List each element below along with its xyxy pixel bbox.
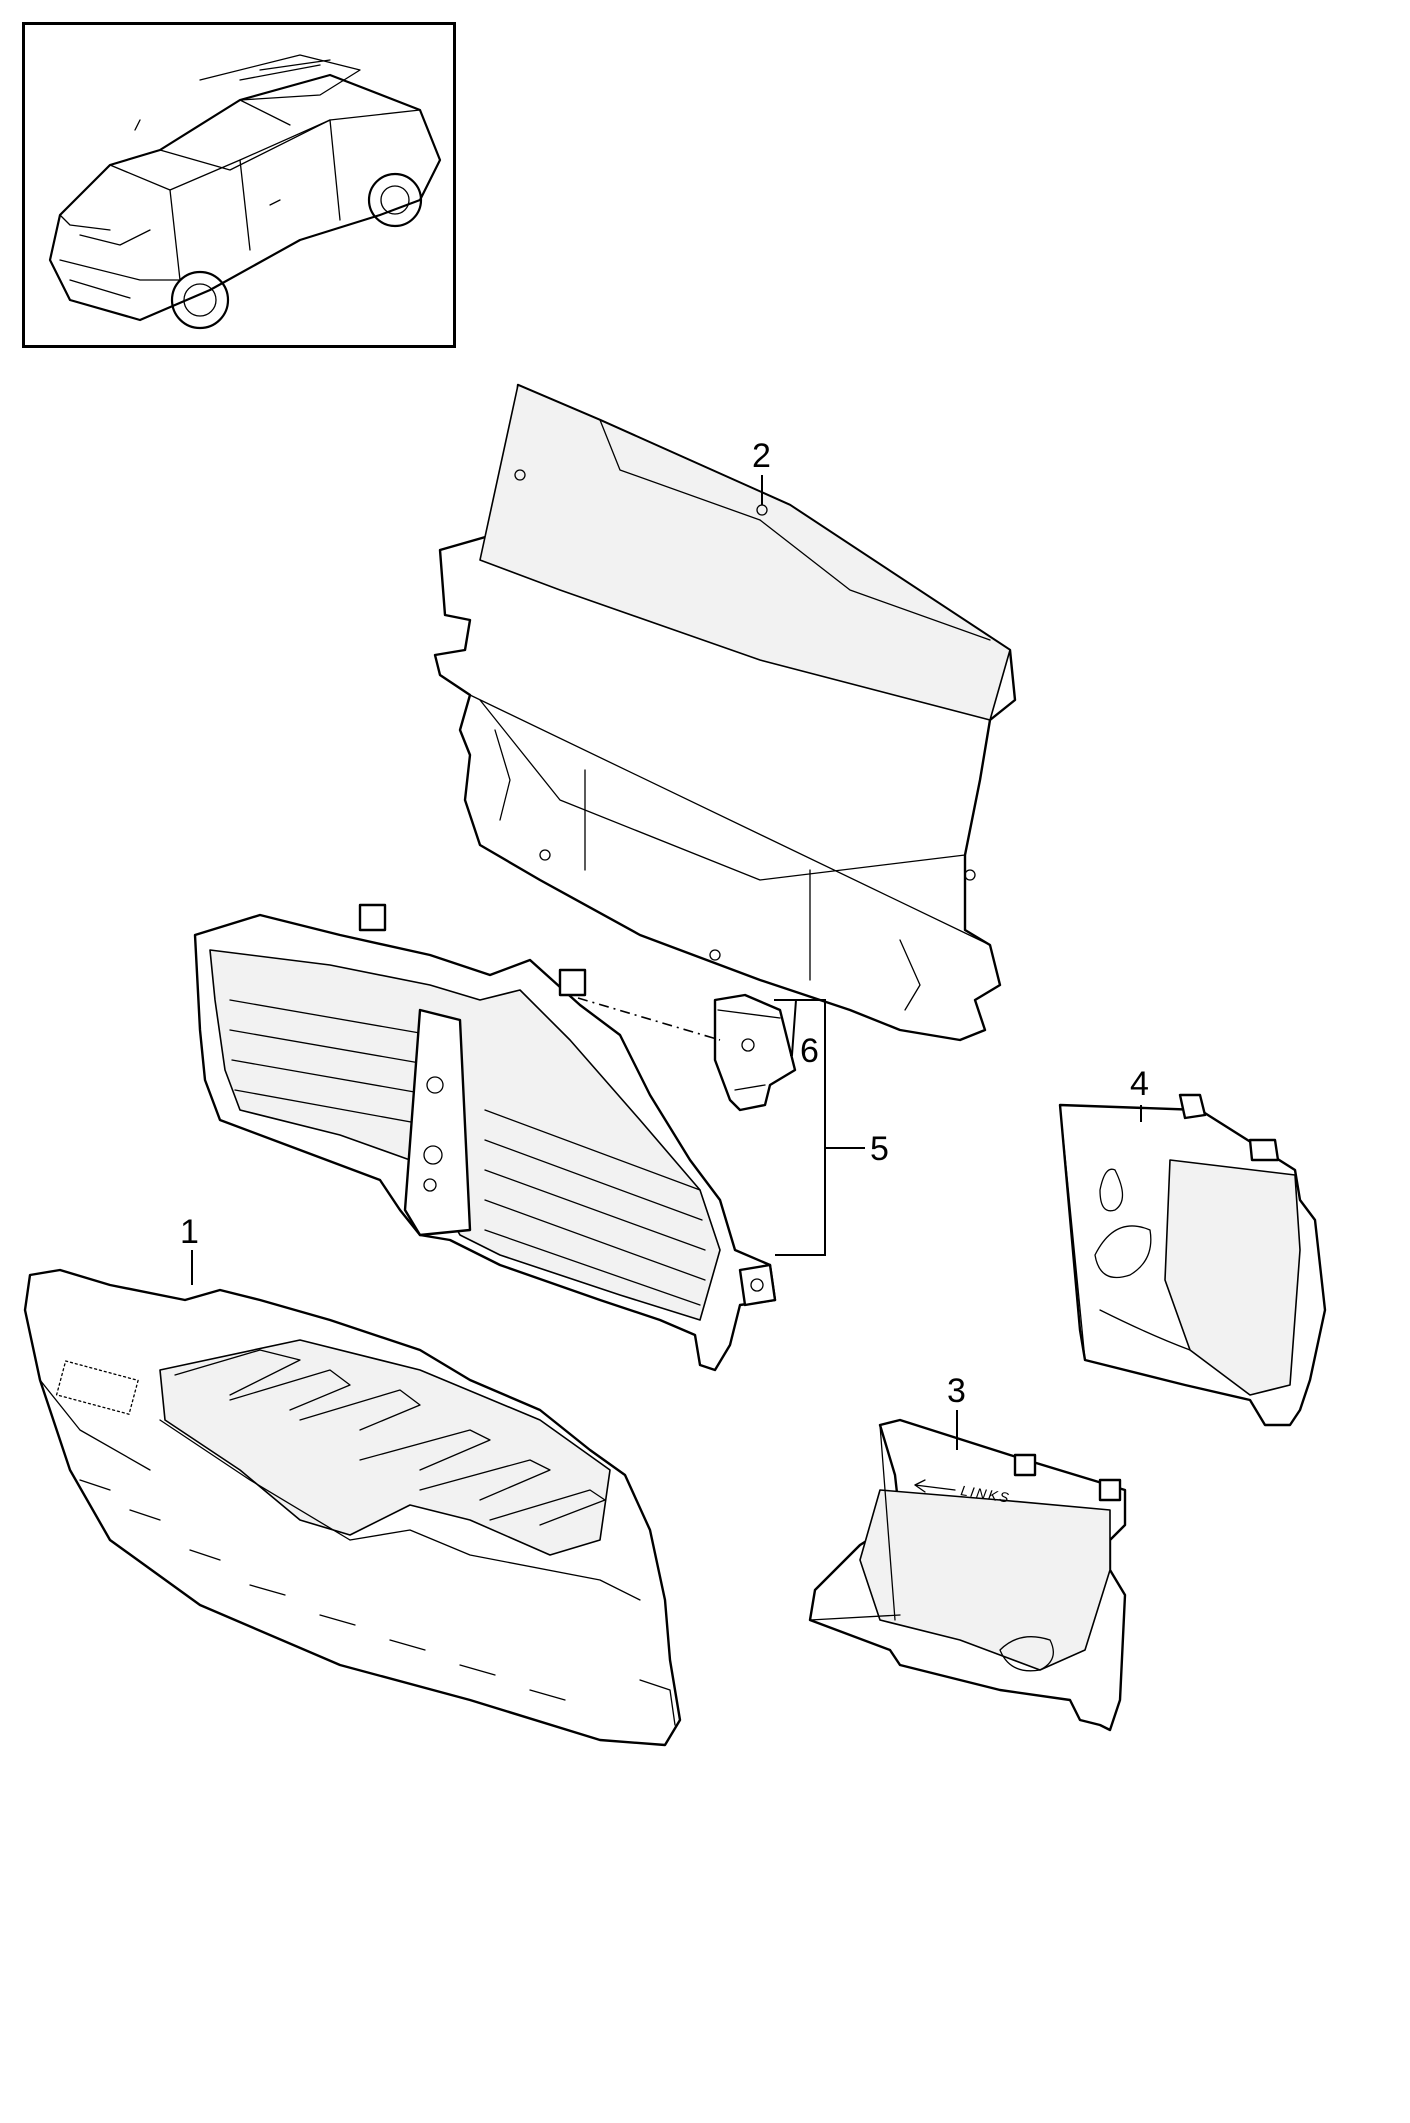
callout-6: 6 [800, 1032, 819, 1070]
vehicle-inset-frame [22, 22, 456, 348]
part-actuator-motor [713, 993, 797, 1112]
actuator-axis-line [577, 997, 721, 1041]
part-air-duct-right [1058, 1093, 1327, 1427]
part-undertray [23, 1268, 682, 1747]
bracket-5 [774, 999, 865, 1256]
part-stamp-text: LINKS [960, 1482, 1012, 1506]
suv-vehicle-icon [48, 54, 442, 330]
callout-3: 3 [947, 1372, 966, 1410]
callout-2: 2 [752, 437, 771, 475]
leader-line-6 [790, 999, 797, 1056]
part-shutter-frame [193, 903, 777, 1372]
callout-1: 1 [180, 1213, 199, 1251]
part-air-duct-lower: LINKS [808, 1418, 1127, 1732]
callout-5: 5 [870, 1130, 889, 1168]
part-air-duct-upper [433, 383, 1017, 1042]
callout-4: 4 [1130, 1065, 1149, 1103]
